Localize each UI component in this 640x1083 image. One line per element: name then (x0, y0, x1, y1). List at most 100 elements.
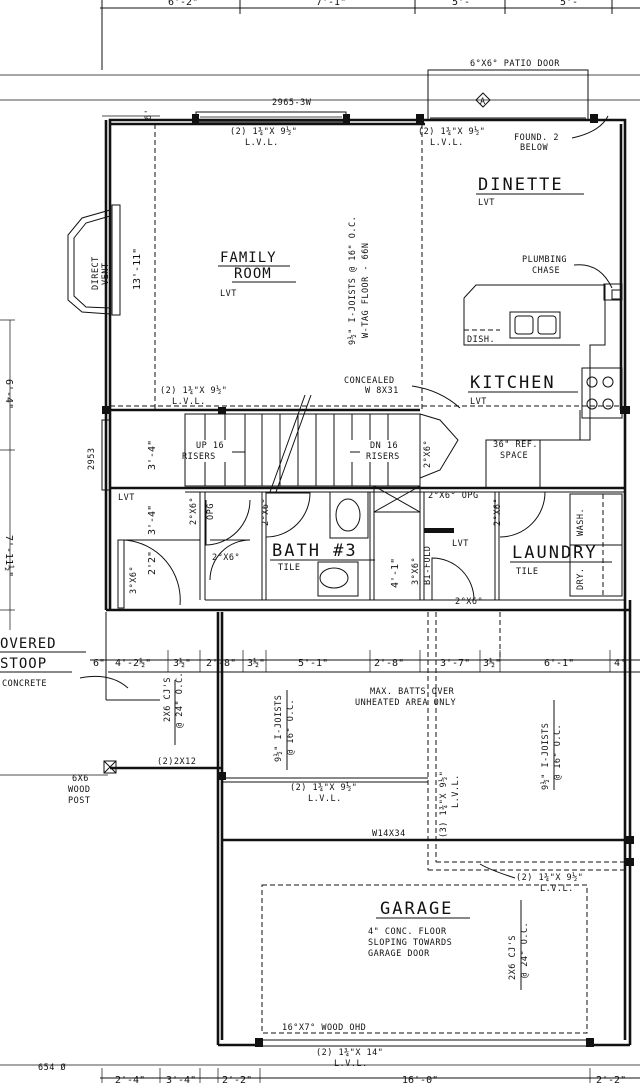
lvl-gr-2: L.V.L. (540, 884, 574, 894)
exterior-walls (104, 118, 632, 1047)
fireplace: DIRECT VENT (67, 204, 121, 316)
dimbot-3: 2'-2" (222, 1075, 252, 1083)
left-dimension-strip: 6'-4" 7'-11½" (0, 319, 640, 1066)
opg-1: OPG (206, 503, 216, 520)
dn-2: RISERS (366, 452, 400, 462)
kitchen-floor: LVT (470, 397, 487, 407)
door-bath: 2°X6° (261, 498, 271, 526)
found-note-1: FOUND. 2 (514, 133, 559, 143)
dimbot-2: 3'-4" (166, 1075, 196, 1083)
concealed-1: CONCEALED (344, 376, 395, 386)
bi-fold: BI-FOLD (423, 546, 433, 585)
joist-family: 9½" I-JOISTS @ 16" O.C. (347, 216, 358, 345)
dimrow-4: 3½" (247, 657, 265, 669)
door-closet: 2°X6° (212, 553, 240, 563)
cj-1: 2X6 CJ'S (163, 677, 173, 722)
w14: W14X34 (372, 829, 406, 839)
door-hall: 2°X6° (455, 597, 483, 607)
direct-vent-2: VENT (101, 263, 111, 285)
door-opg: 2°X6° (189, 497, 199, 525)
plumbing-1: PLUMBING (522, 255, 567, 265)
kitchen: PLUMBING CHASE DISH. KITCHEN LVT 36" REF… (463, 255, 623, 489)
dimrow-0: 6" (93, 658, 105, 669)
stoop: OVERED STOOP CONCRETE (0, 612, 160, 701)
dimrow-8: 3½" (483, 657, 501, 669)
bath-name: BATH #3 (272, 541, 358, 561)
garage-note-1: 4" CONC. FLOOR (368, 927, 447, 937)
cj-garage-1: 2X6 CJ'S (508, 935, 518, 980)
garage-note-2: SLOPING TOWARDS (368, 938, 452, 948)
dryer: DRY. (576, 568, 586, 590)
dimrow-3: 2'-8" (206, 658, 236, 669)
up-2: RISERS (182, 452, 216, 462)
family-height: 13'-11" (132, 248, 143, 290)
garage-note-3: GARAGE DOOR (368, 949, 430, 959)
dim-top-2: 7'-1" (316, 0, 346, 8)
family-room: FAMILY ROOM LVT 13'-11" 9½" I-JOISTS @ 1… (132, 216, 371, 345)
garage-door: 16°X7° WOOD OHD (282, 1023, 366, 1033)
bottom-dimensions: 654 Ø 2'-4" 3'-4" 2'-2" 16'-0" 2'-2" (38, 1062, 640, 1083)
dim-341b: 3'-4" (147, 505, 158, 535)
door-stair: 2°X6° (423, 440, 433, 468)
dimbot-5: 2'-2" (596, 1075, 626, 1083)
door-laundry: 2°X6° (493, 498, 503, 526)
lvl-top-left-1: (2) 1¾"X 9½" (230, 126, 297, 137)
dimrow-9: 6'-1" (544, 658, 574, 669)
joist-family-2: W-TAG FLOOR - 66N (361, 243, 371, 339)
lvl-top-right-2: L.V.L. (430, 138, 464, 148)
dinette-name: DINETTE (478, 175, 564, 195)
bath-floor: TILE (278, 563, 300, 573)
dim-22: 2'2" (147, 551, 158, 575)
dimrow-2: 3½" (173, 657, 191, 669)
post-1: 6X6 (72, 774, 89, 784)
dimbot-1: 2'-4" (115, 1075, 145, 1083)
lvt-hall: LVT (452, 539, 469, 549)
direct-vent-1: DIRECT (91, 256, 101, 290)
lvl-3-1: (3) 1¾"X 9½" (438, 771, 449, 838)
family-name-1: FAMILY (220, 250, 277, 266)
stoop-material: CONCRETE (2, 679, 47, 689)
joist-gl-2: @ 16" O.C. (286, 699, 296, 755)
ref-1: 36" REF. (493, 440, 538, 450)
lvl-garage-1: (2) 1¾"X 9½" (290, 782, 357, 793)
stair-area: CONCEALED W 8X31 (2) 1¾"X 9½" L.V.L. UP … (102, 376, 630, 493)
cj-2: @ 24" O.C. (175, 672, 185, 728)
max-batts-2: UNHEATED AREA ONLY (355, 698, 456, 708)
post-2: WOOD (68, 785, 90, 795)
dinette: DINETTE LVT (476, 175, 584, 208)
concealed-2: W 8X31 (365, 386, 399, 396)
patio-door: 6°X6° PATIO DOOR A (2) 1¾"X 9½" L.V.L. F… (102, 59, 609, 153)
max-batts-1: MAX. BATTS OVER (370, 687, 455, 697)
garage-framing: MAX. BATTS OVER UNHEATED AREA ONLY 2X6 C… (68, 612, 634, 894)
marker-a: A (480, 97, 486, 107)
dim-41: 4'-1" (390, 558, 401, 588)
family-name-2: ROOM (234, 266, 272, 282)
lvl-mid-2: L.V.L. (172, 397, 206, 407)
kitchen-name: KITCHEN (470, 373, 556, 393)
dimbot-0: 654 Ø (38, 1062, 66, 1073)
lvl-3-2: L.V.L. (451, 774, 461, 808)
dish-label: DISH. (467, 335, 495, 345)
joist-gr-2: @ 16" O.C. (553, 724, 563, 780)
top-dimension-strip: 6'-2" 7'-1" 5'- 5'- (0, 0, 640, 101)
patio-door-label: 6°X6° PATIO DOOR (470, 59, 560, 69)
window-label: 2965-3W (272, 98, 312, 108)
plumbing-2: CHASE (532, 266, 560, 276)
lower-rooms: 2°X6° OPG 2°X6° 2°X6° BATH #3 TILE 4'-1"… (110, 485, 625, 609)
dimrow-6: 2'-8" (374, 658, 404, 669)
left-window: 2953 LVT 3'-4" 3'-4" 2'2" (87, 419, 158, 575)
header-2x12: (2)2X12 (157, 757, 196, 767)
laundry-name: LAUNDRY (512, 543, 598, 563)
dimrow-7: 3'-7" (440, 658, 470, 669)
garage-name: GARAGE (380, 899, 453, 919)
dinette-floor: LVT (478, 198, 495, 208)
post-3: POST (68, 796, 90, 806)
lvl-garage-2: L.V.L. (308, 794, 342, 804)
dimbot-4: 16'-0" (402, 1075, 438, 1083)
door-entry: 3°X6° (129, 566, 139, 594)
dim-6: 6' (144, 109, 154, 120)
lvl-mid-1: (2) 1¾"X 9½" (160, 385, 227, 396)
lvl-gr-1: (2) 1¾"X 9½" (516, 872, 583, 883)
dimrow-1: 4'-2½" (115, 657, 151, 669)
